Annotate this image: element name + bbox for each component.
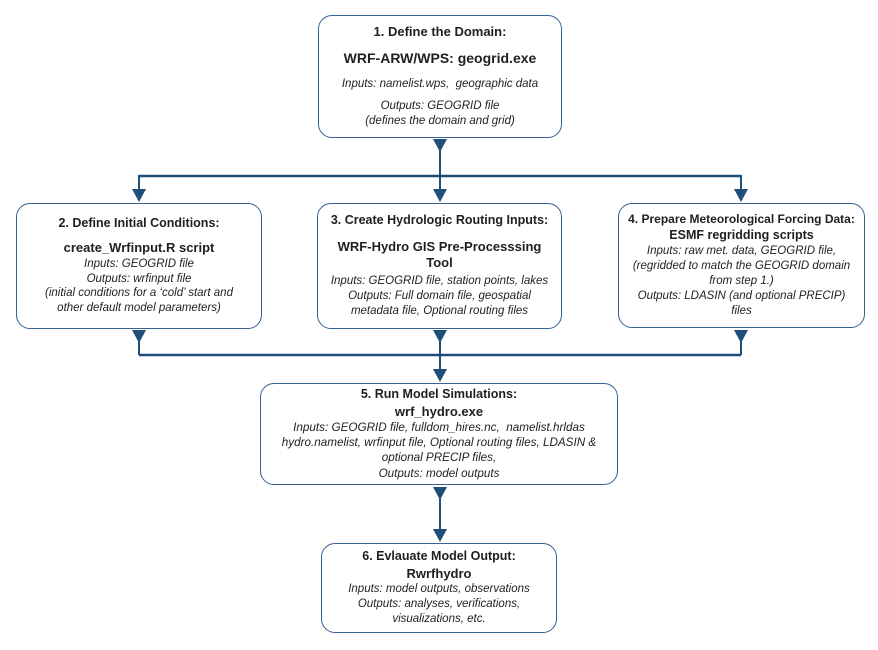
connector-merge-bar bbox=[132, 330, 748, 382]
step-1-box: 1. Define the Domain: WRF-ARW/WPS: geogr… bbox=[318, 15, 562, 138]
step-2-outputs: Outputs: wrfinput file bbox=[86, 272, 192, 285]
step-4-title: 4. Prepare Meteorological Forcing Data: bbox=[628, 212, 855, 227]
step-6-inputs: Inputs: model outputs, observations bbox=[348, 583, 530, 596]
step-5-outputs: Outputs: model outputs bbox=[378, 466, 500, 480]
step-3-outputs-line-2: metadata file, Optional routing files bbox=[350, 305, 529, 318]
step-6-outputs-line-1: Outputs: analyses, verifications, bbox=[357, 597, 521, 610]
step-4-note-line-2: from step 1.) bbox=[709, 274, 774, 287]
step-3-inputs: Inputs: GEOGRID file, station points, la… bbox=[330, 275, 549, 288]
step-4-outputs: Outputs: LDASIN (and optional PRECIP) fi… bbox=[637, 289, 849, 317]
step-5-tool: wrf_hydro.exe bbox=[394, 403, 484, 419]
step-6-box: 6. Evlauate Model Output: Rwrfhydro Inpu… bbox=[321, 543, 557, 633]
step-6-tool: Rwrfhydro bbox=[406, 565, 472, 581]
step-2-note-line-2: other default model parameters) bbox=[57, 302, 221, 315]
step-5-title: 5. Run Model Simulations: bbox=[360, 387, 518, 402]
step-2-title: 2. Define Initial Conditions: bbox=[58, 215, 220, 230]
connector-step1-to-step3 bbox=[433, 139, 447, 202]
step-5-inputs-line-2: hydro.namelist, wrfinput file, Optional … bbox=[281, 436, 597, 450]
step-3-box: 3. Create Hydrologic Routing Inputs: WRF… bbox=[317, 203, 562, 329]
connector-split-bar bbox=[132, 174, 748, 202]
step-1-title: 1. Define the Domain: bbox=[373, 23, 507, 39]
step-4-box: 4. Prepare Meteorological Forcing Data: … bbox=[618, 203, 865, 328]
step-3-tool: WRF-Hydro GIS Pre-Processsing Tool bbox=[337, 238, 545, 270]
step-5-box: 5. Run Model Simulations: wrf_hydro.exe … bbox=[260, 383, 618, 485]
step-1-inputs: Inputs: namelist.wps, geographic data bbox=[341, 78, 539, 91]
step-4-tool: ESMF regridding scripts bbox=[669, 228, 814, 243]
step-6-outputs-line-2: visualizations, etc. bbox=[392, 612, 486, 625]
step-2-note-line-1: (initial conditions for a ‘cold’ start a… bbox=[45, 287, 233, 300]
step-4-note-line-1: (regridded to match the GEOGRID domain bbox=[632, 259, 851, 272]
step-2-tool: create_Wrfinput.R script bbox=[63, 240, 215, 256]
step-6-title: 6. Evlauate Model Output: bbox=[362, 549, 516, 564]
step-1-outputs: Outputs: GEOGRID file bbox=[380, 100, 500, 113]
step-1-tool: WRF-ARW/WPS: geogrid.exe bbox=[343, 49, 537, 66]
step-3-title: 3. Create Hydrologic Routing Inputs: bbox=[330, 213, 549, 228]
step-5-inputs-line-1: Inputs: GEOGRID file, fulldom_hires.nc, … bbox=[293, 421, 585, 435]
step-2-inputs: Inputs: GEOGRID file bbox=[84, 257, 194, 270]
step-1-note: (defines the domain and grid) bbox=[365, 115, 515, 128]
step-3-outputs-line-1: Outputs: Full domain file, geospatial bbox=[348, 290, 531, 303]
step-5-inputs-line-3: optional PRECIP files, bbox=[381, 451, 497, 465]
connector-step5-to-step6 bbox=[433, 487, 447, 542]
step-4-inputs: Inputs: raw met. data, GEOGRID file, bbox=[646, 244, 837, 257]
step-2-box: 2. Define Initial Conditions: create_Wrf… bbox=[16, 203, 262, 329]
